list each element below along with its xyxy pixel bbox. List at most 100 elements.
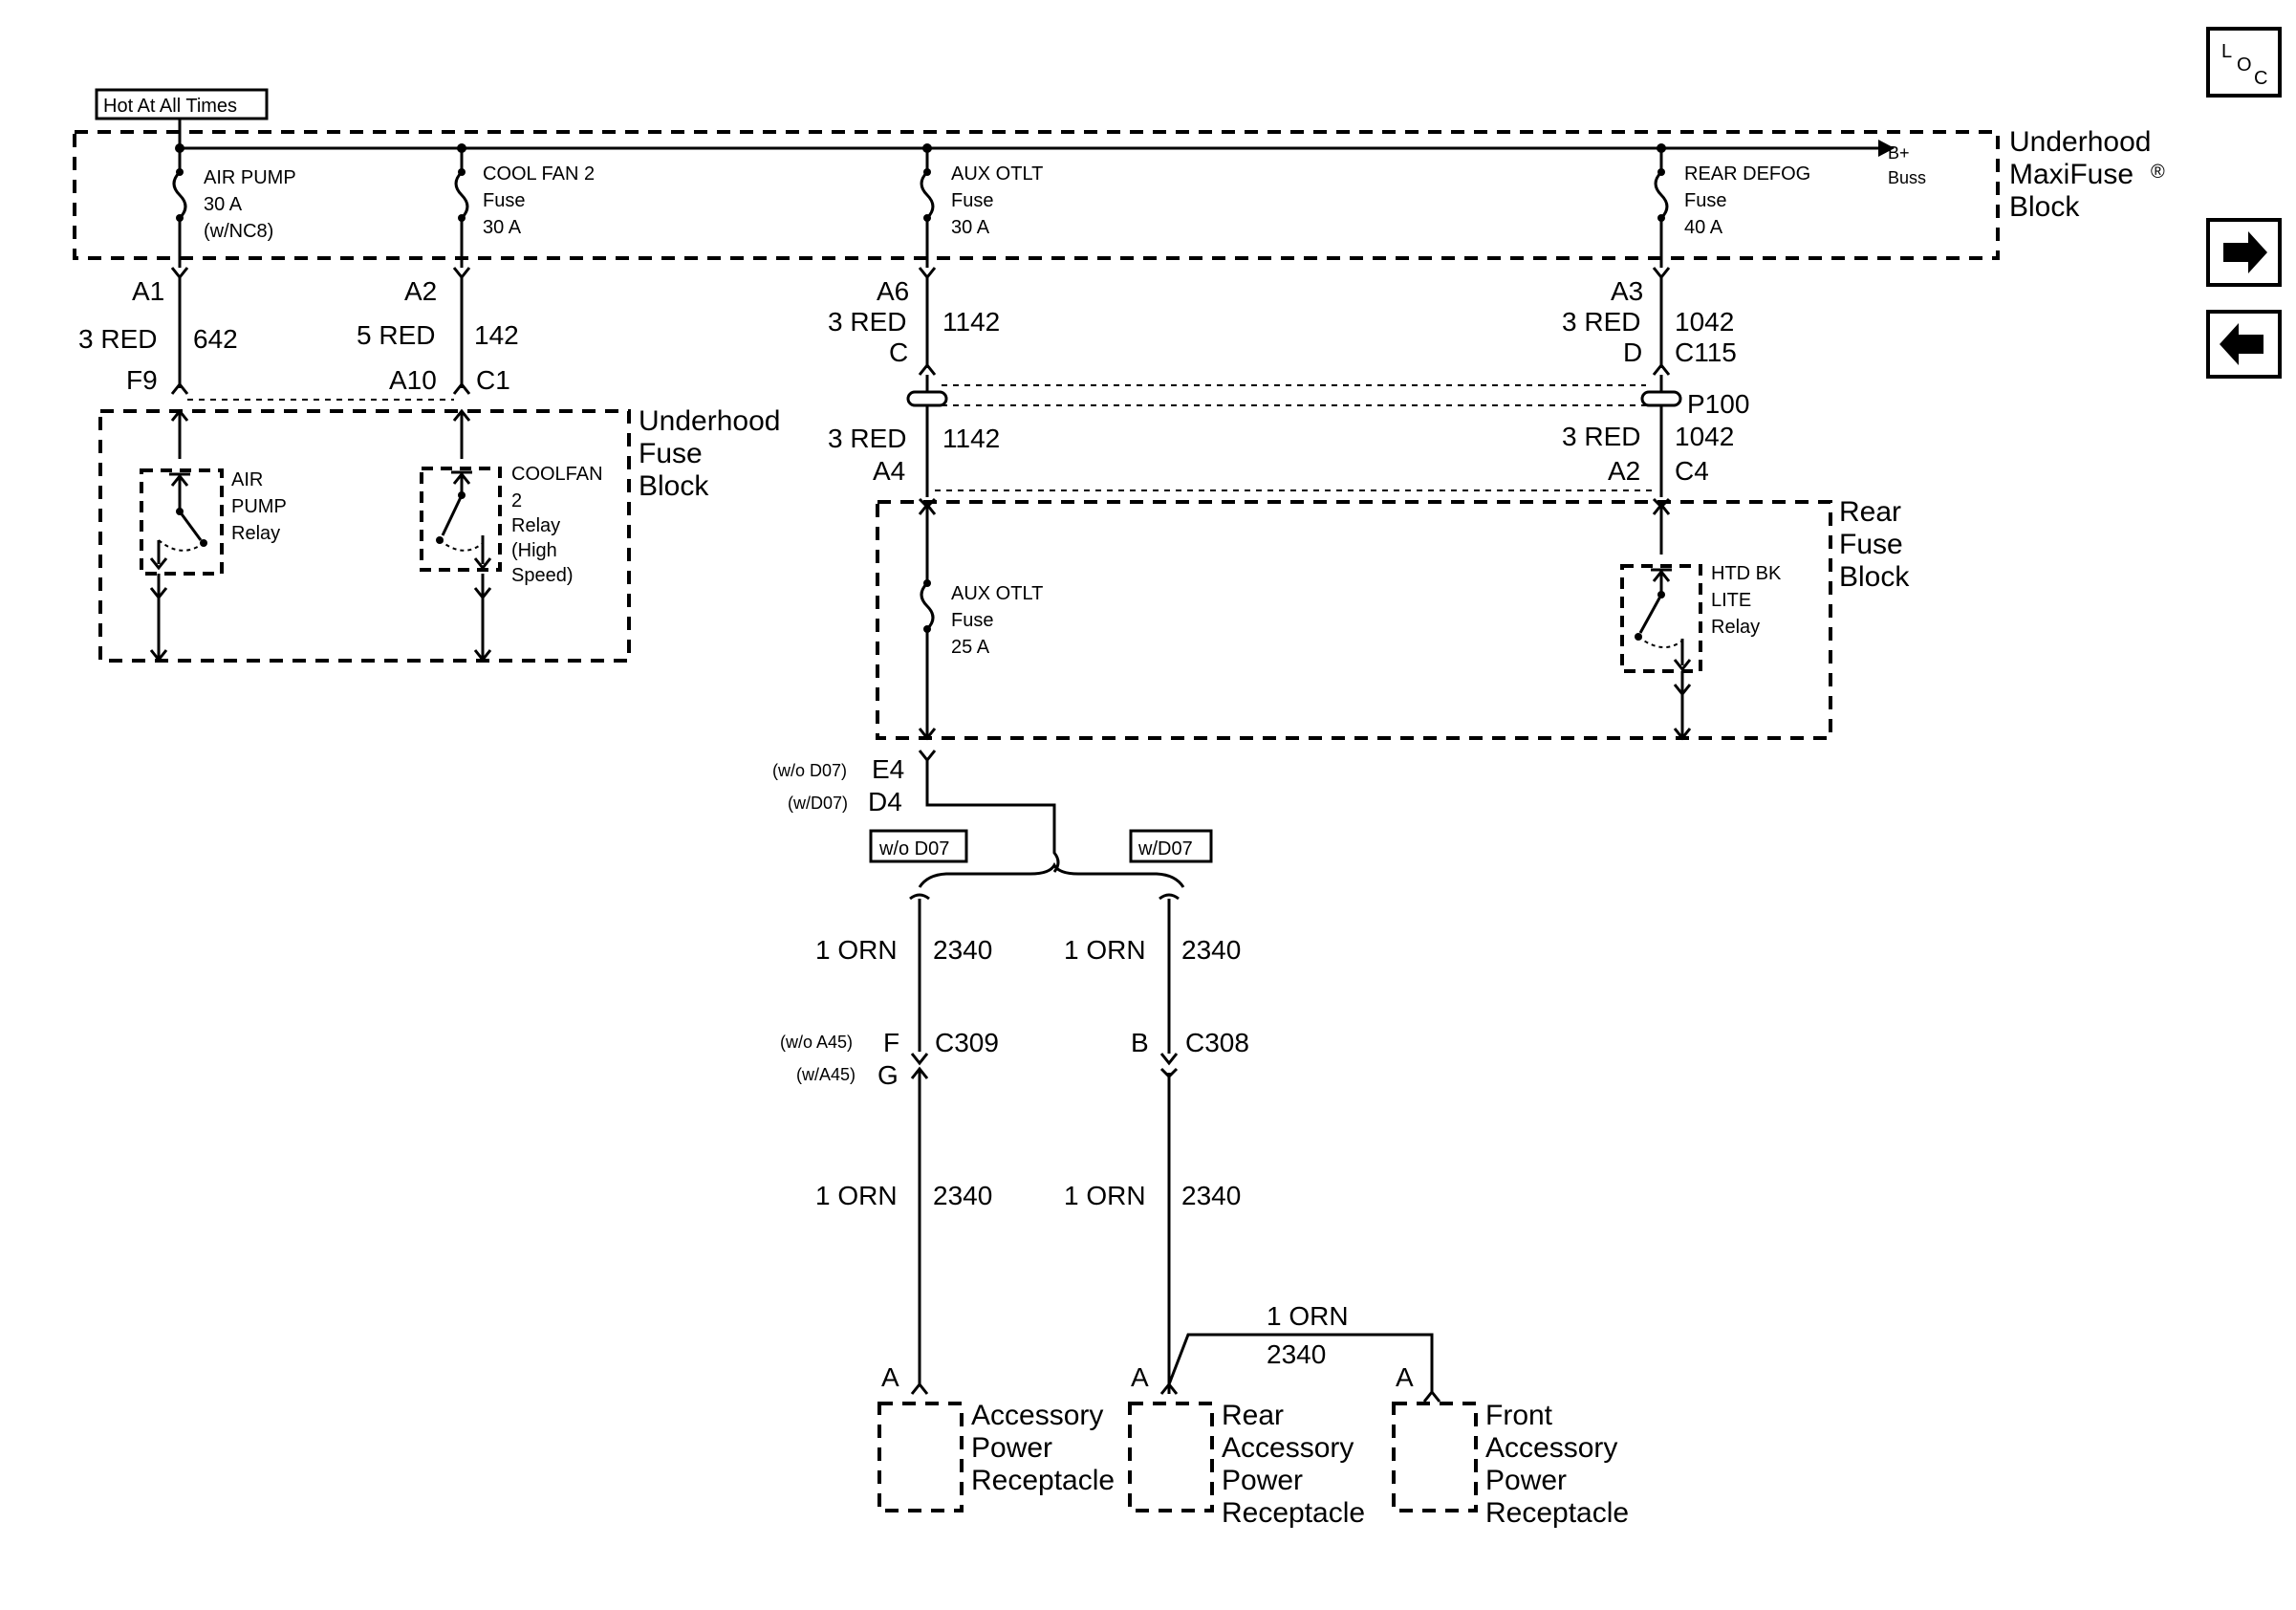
svg-text:Fuse: Fuse: [951, 190, 993, 211]
relay-coolfan-2: COOLFAN 2 Relay (High Speed): [420, 408, 603, 663]
svg-text:Relay: Relay: [511, 515, 560, 536]
svg-text:Receptacle: Receptacle: [1485, 1497, 1629, 1529]
svg-text:2: 2: [511, 490, 522, 511]
svg-text:40 A: 40 A: [1684, 217, 1723, 238]
relay-htd-bk-lite: HTD BK LITE Relay: [1620, 502, 1782, 741]
hot-label-box: [95, 88, 269, 120]
svg-text:C1: C1: [476, 365, 510, 395]
svg-text:Receptacle: Receptacle: [971, 1465, 1115, 1496]
svg-text:Power: Power: [1222, 1465, 1303, 1496]
svg-text:Block: Block: [2009, 191, 2080, 223]
svg-text:A4: A4: [873, 456, 905, 486]
svg-text:(w/o D07): (w/o D07): [772, 761, 847, 780]
svg-text:25 A: 25 A: [951, 637, 990, 658]
svg-text:3 RED: 3 RED: [828, 424, 906, 453]
svg-text:642: 642: [193, 324, 238, 354]
svg-text:G: G: [877, 1060, 899, 1090]
svg-text:1042: 1042: [1675, 422, 1734, 451]
svg-text:30 A: 30 A: [483, 217, 522, 238]
svg-text:A: A: [881, 1362, 899, 1392]
svg-text:2340: 2340: [1181, 935, 1241, 965]
svg-text:A6: A6: [877, 276, 909, 306]
arrow-right-icon[interactable]: [2206, 218, 2282, 287]
receptacle-rear: [1128, 1402, 1214, 1512]
svg-text:REAR DEFOG: REAR DEFOG: [1684, 163, 1810, 185]
option-box-w-d07: [1129, 829, 1213, 863]
loc-button[interactable]: L O C: [2206, 27, 2282, 98]
svg-text:w/o D07: w/o D07: [878, 838, 949, 859]
svg-text:B: B: [1131, 1028, 1149, 1057]
svg-text:MaxiFuse: MaxiFuse: [2009, 159, 2134, 190]
svg-text:Accessory: Accessory: [1222, 1432, 1354, 1464]
svg-text:AUX OTLT: AUX OTLT: [951, 163, 1043, 185]
svg-text:C: C: [889, 337, 908, 367]
svg-text:F: F: [883, 1028, 899, 1057]
svg-text:1 ORN: 1 ORN: [815, 935, 898, 965]
svg-text:1 ORN: 1 ORN: [1064, 935, 1146, 965]
fuse-aux-otlt-rear: AUX OTLT Fuse 25 A: [918, 502, 1043, 741]
grommet-p100-left: [906, 390, 948, 407]
svg-text:C4: C4: [1675, 456, 1709, 486]
svg-text:C308: C308: [1185, 1028, 1249, 1057]
maxifuse-block-border: [73, 130, 2000, 260]
svg-text:2340: 2340: [933, 935, 992, 965]
svg-text:A3: A3: [1611, 276, 1643, 306]
svg-text:(w/o A45): (w/o A45): [780, 1033, 853, 1052]
svg-text:(w/D07): (w/D07): [788, 794, 848, 813]
svg-text:Accessory: Accessory: [971, 1400, 1103, 1431]
svg-text:Rear: Rear: [1839, 496, 1901, 528]
hot-label: Hot At All Times: [103, 96, 237, 117]
svg-text:D: D: [1623, 337, 1642, 367]
svg-text:Front: Front: [1485, 1400, 1553, 1431]
svg-text:142: 142: [474, 320, 519, 350]
svg-text:E4: E4: [872, 754, 904, 784]
svg-text:AUX OTLT: AUX OTLT: [951, 583, 1043, 604]
svg-text:AIR PUMP: AIR PUMP: [204, 167, 296, 188]
fuse-aux-otlt-top: AUX OTLT Fuse 30 A: [920, 148, 1043, 268]
arrow-left-icon[interactable]: [2206, 310, 2282, 379]
svg-text:3 RED: 3 RED: [1562, 307, 1640, 337]
svg-text:A: A: [1131, 1362, 1149, 1392]
svg-text:®: ®: [2151, 162, 2165, 183]
svg-text:B+: B+: [1888, 143, 1910, 163]
maxifuse-title: Underhood: [2009, 126, 2151, 158]
svg-text:3 RED: 3 RED: [78, 324, 157, 354]
receptacle-front: [1392, 1402, 1478, 1512]
svg-text:1142: 1142: [942, 424, 1000, 453]
fuse-rear-defog: REAR DEFOG Fuse 40 A: [1654, 148, 1810, 268]
svg-text:Fuse: Fuse: [951, 610, 993, 631]
svg-text:C: C: [2254, 68, 2267, 89]
svg-text:COOLFAN: COOLFAN: [511, 464, 603, 485]
svg-text:1 ORN: 1 ORN: [815, 1181, 898, 1210]
receptacle-accessory: [877, 1402, 964, 1512]
svg-text:3 RED: 3 RED: [1562, 422, 1640, 451]
svg-text:Power: Power: [1485, 1465, 1567, 1496]
svg-text:2340: 2340: [1267, 1339, 1326, 1369]
svg-text:Rear: Rear: [1222, 1400, 1284, 1431]
svg-text:2340: 2340: [1181, 1181, 1241, 1210]
svg-text:D4: D4: [868, 787, 902, 816]
svg-text:AIR: AIR: [231, 469, 263, 490]
svg-text:30 A: 30 A: [951, 217, 990, 238]
svg-text:PUMP: PUMP: [231, 496, 287, 517]
svg-text:30 A: 30 A: [204, 194, 243, 215]
svg-text:Fuse: Fuse: [483, 190, 525, 211]
svg-text:5 RED: 5 RED: [357, 320, 435, 350]
option-box-wo-d07: [869, 829, 968, 863]
svg-text:Block: Block: [639, 470, 709, 502]
relay-air-pump: AIR PUMP Relay: [140, 408, 287, 663]
svg-text:Accessory: Accessory: [1485, 1432, 1617, 1464]
svg-text:Buss: Buss: [1888, 168, 1926, 187]
svg-text:Underhood: Underhood: [639, 405, 780, 437]
svg-text:(w/A45): (w/A45): [796, 1065, 856, 1084]
fuse-cool-fan-2: COOL FAN 2 Fuse 30 A: [454, 148, 595, 268]
svg-text:Receptacle: Receptacle: [1222, 1497, 1365, 1529]
svg-text:L: L: [2221, 41, 2232, 62]
svg-text:A2: A2: [404, 276, 437, 306]
svg-text:1042: 1042: [1675, 307, 1734, 337]
svg-text:C309: C309: [935, 1028, 999, 1057]
svg-text:A1: A1: [132, 276, 164, 306]
svg-text:Block: Block: [1839, 561, 1910, 593]
svg-text:(w/NC8): (w/NC8): [204, 221, 273, 242]
